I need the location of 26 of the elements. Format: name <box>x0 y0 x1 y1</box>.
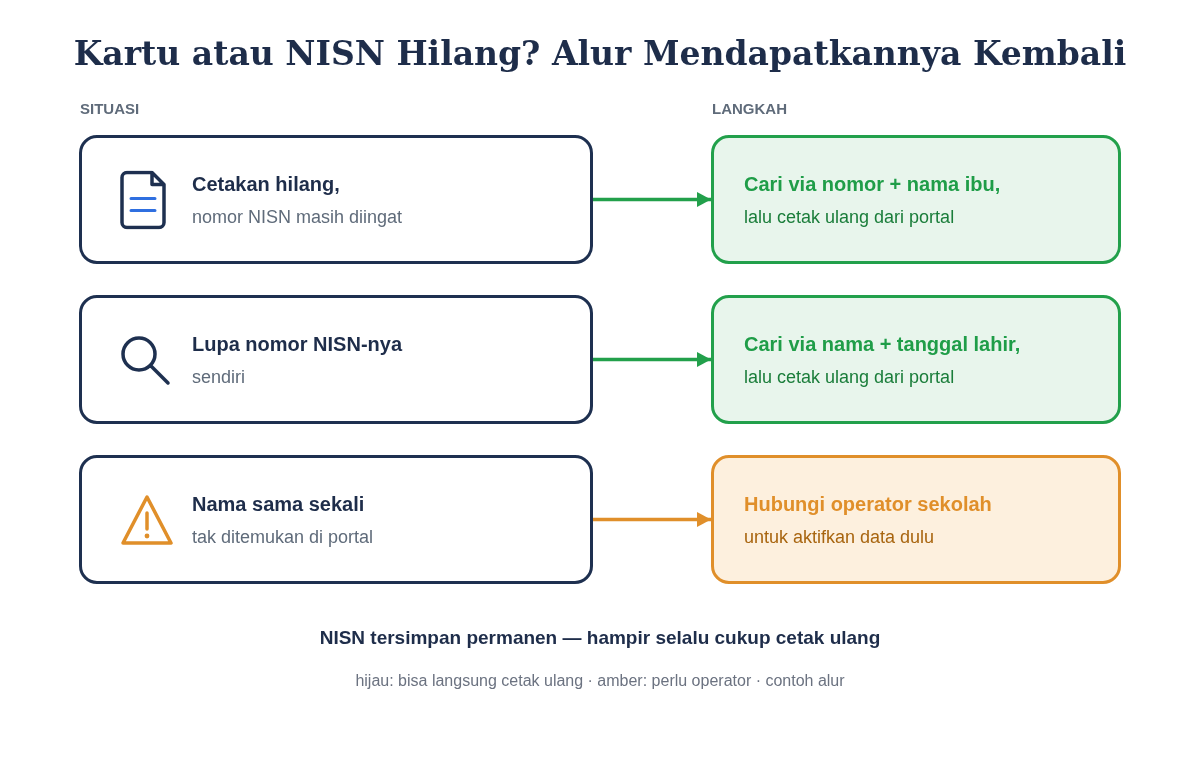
step-card <box>711 455 1121 584</box>
summary-note: NISN tersimpan permanen — hampir selalu cukup cetak ulang <box>318 626 882 650</box>
column-header: LANGKAH <box>712 99 787 119</box>
footnote: hijau: bisa langsung cetak ulang · amber: perlu operator · contoh alur <box>354 671 846 691</box>
card-text: nomor NISN masih diingat <box>192 205 404 229</box>
situation-card <box>79 295 593 424</box>
diagram-title: Kartu atau NISN Hilang? Alur Mendapatkannya Kembali <box>72 33 1128 75</box>
card-text: sendiri <box>192 365 247 389</box>
situation-card <box>79 455 593 584</box>
step-card <box>711 295 1121 424</box>
card-heading: Hubungi operator sekolah <box>744 491 993 517</box>
column-header: SITUASI <box>80 99 140 119</box>
card-heading: Nama sama sekali <box>192 491 366 517</box>
card-heading: Cetakan hilang, <box>192 171 341 197</box>
card-text: lalu cetak ulang dari portal <box>744 365 956 389</box>
card-text: lalu cetak ulang dari portal <box>744 205 956 229</box>
card-heading: Lupa nomor NISN-nya <box>192 331 404 357</box>
arrow <box>593 192 711 207</box>
situation-card <box>79 135 593 264</box>
card-text: untuk aktifkan data dulu <box>744 525 936 549</box>
card-text: tak ditemukan di portal <box>192 525 375 549</box>
card-heading: Cari via nomor + nama ibu, <box>744 171 1002 197</box>
arrow <box>593 512 711 527</box>
card-heading: Cari via nama + tanggal lahir, <box>744 331 1022 357</box>
arrow <box>593 352 711 367</box>
step-card <box>711 135 1121 264</box>
